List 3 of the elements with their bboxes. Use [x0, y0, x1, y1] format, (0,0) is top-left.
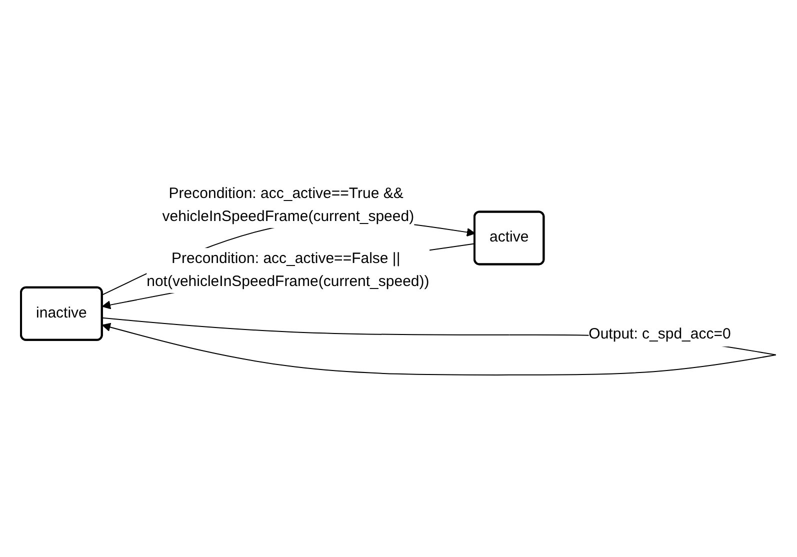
- edge-label: Precondition: acc_active==False || not(vehicleInSpeedFrame(current_speed)): [146, 250, 430, 290]
- edge-label: Output: c_spd_acc=0: [588, 325, 731, 342]
- edge-label: Precondition: acc_active==True && vehicleInSpeedFrame(current_speed): [162, 184, 414, 224]
